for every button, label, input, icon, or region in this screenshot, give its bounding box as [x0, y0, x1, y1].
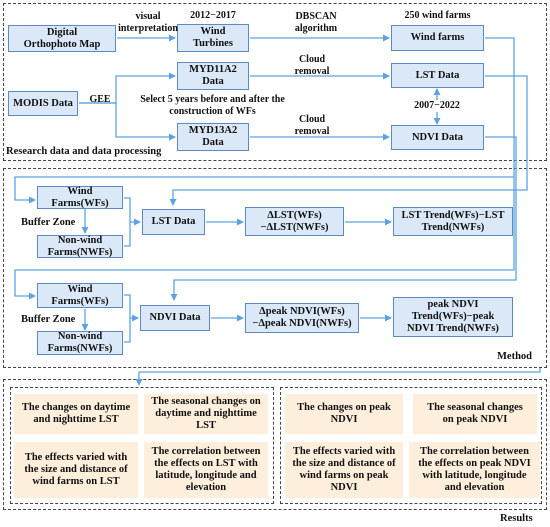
ndvi-trend-box: peak NDVI Trend(WFs)−peak NDVI Trend(NWF…: [393, 297, 513, 337]
ndvi-data-top-box: NDVI Data: [391, 125, 484, 150]
arrow-nwf1-to-lstmid: [124, 222, 131, 247]
result-ndvi-changes: The changes on peak NDVI: [285, 394, 403, 434]
years-2007-2022-label: 2007−2022: [414, 100, 460, 111]
wind-farms-box: Wind farms: [391, 25, 484, 51]
wind-farms-lst-box: Wind Farms(WFs): [37, 186, 123, 209]
arrow-wf2-to-ndvimid: [124, 294, 139, 322]
years-2012-2017-label: 2012−2017: [190, 10, 236, 21]
result-ndvi-size-distance: The effects varied with the size and dis…: [285, 442, 403, 498]
arrow-method-to-results: [135, 368, 541, 386]
cloud-removal-top-label: Cloud removal: [294, 54, 330, 77]
delta-peak-ndvi-box: Δpeak NDVI(WFs) −Δpeak NDVI(NWFs): [245, 303, 359, 333]
gee-label: GEE: [89, 94, 111, 105]
visual-interpretation-label: visual interpretation: [118, 11, 178, 34]
results-ndvi-group: [280, 387, 542, 504]
modis-data-box: MODIS Data: [8, 91, 78, 116]
myd11a2-box: MYD11A2 Data: [177, 62, 249, 90]
method-region: [3, 168, 547, 368]
method-section-label: Method: [497, 351, 532, 362]
dbscan-label: DBSCAN algorithm: [294, 11, 338, 34]
result-ndvi-seasonal: The seasonal changes on peak NDVI: [413, 394, 537, 434]
buffer-zone-label-2: Buffer Zone: [21, 314, 76, 325]
research-region: [3, 3, 547, 161]
myd13a2-box: MYD13A2 Data: [177, 123, 249, 151]
lst-data-mid-box: LST Data: [142, 209, 205, 235]
arrow-nwf2-to-ndvimid: [124, 318, 131, 343]
results-section-label: Results: [500, 513, 533, 524]
result-lst-correlation: The correlation between the effects on L…: [144, 442, 268, 498]
wind-farms-ndvi-box: Wind Farms(WFs): [37, 283, 123, 308]
lst-trend-box: LST Trend(WFs)−LST Trend(NWFs): [393, 207, 513, 236]
non-wind-farms-lst-box: Non-wind Farms(NWFs): [37, 235, 123, 258]
result-lst-size-distance: The effects varied with the size and dis…: [14, 442, 138, 498]
lst-data-top-box: LST Data: [391, 63, 484, 88]
results-lst-group: [10, 387, 274, 504]
wind-farms-count-label: 250 wind farms: [404, 10, 471, 21]
digital-orthophoto-map-box: Digital Orthophoto Map: [8, 25, 116, 52]
result-lst-changes: The changes on daytime and nighttime LST: [14, 394, 138, 434]
delta-lst-box: ΔLST(WFs) −ΔLST(NWFs): [245, 207, 344, 236]
arrow-ndvitop-to-ndvimid: [170, 136, 517, 301]
arrow-modis-to-myd13: [79, 102, 176, 141]
arrow-lsttop-to-lstmid: [169, 75, 528, 206]
cloud-removal-bottom-label: Cloud removal: [294, 114, 330, 137]
arrow-windfarms-to-wf2: [14, 177, 515, 300]
result-ndvi-correlation: The correlation between the effects on p…: [409, 442, 540, 498]
arrow-windfarms-to-method: [14, 37, 515, 204]
wind-turbines-box: Wind Turbines: [177, 24, 249, 52]
research-section-label: Research data and data processing: [6, 146, 162, 157]
buffer-zone-label-1: Buffer Zone: [21, 217, 76, 228]
ndvi-data-mid-box: NDVI Data: [140, 305, 210, 331]
results-region: [3, 379, 547, 510]
result-lst-seasonal: The seasonal changes on daytime and nigh…: [144, 394, 268, 434]
non-wind-farms-ndvi-box: Non-wind Farms(NWFs): [37, 331, 123, 355]
arrow-wf1-to-lstmid: [124, 197, 141, 226]
select-years-label: Select 5 years before and after the cons…: [140, 94, 285, 117]
